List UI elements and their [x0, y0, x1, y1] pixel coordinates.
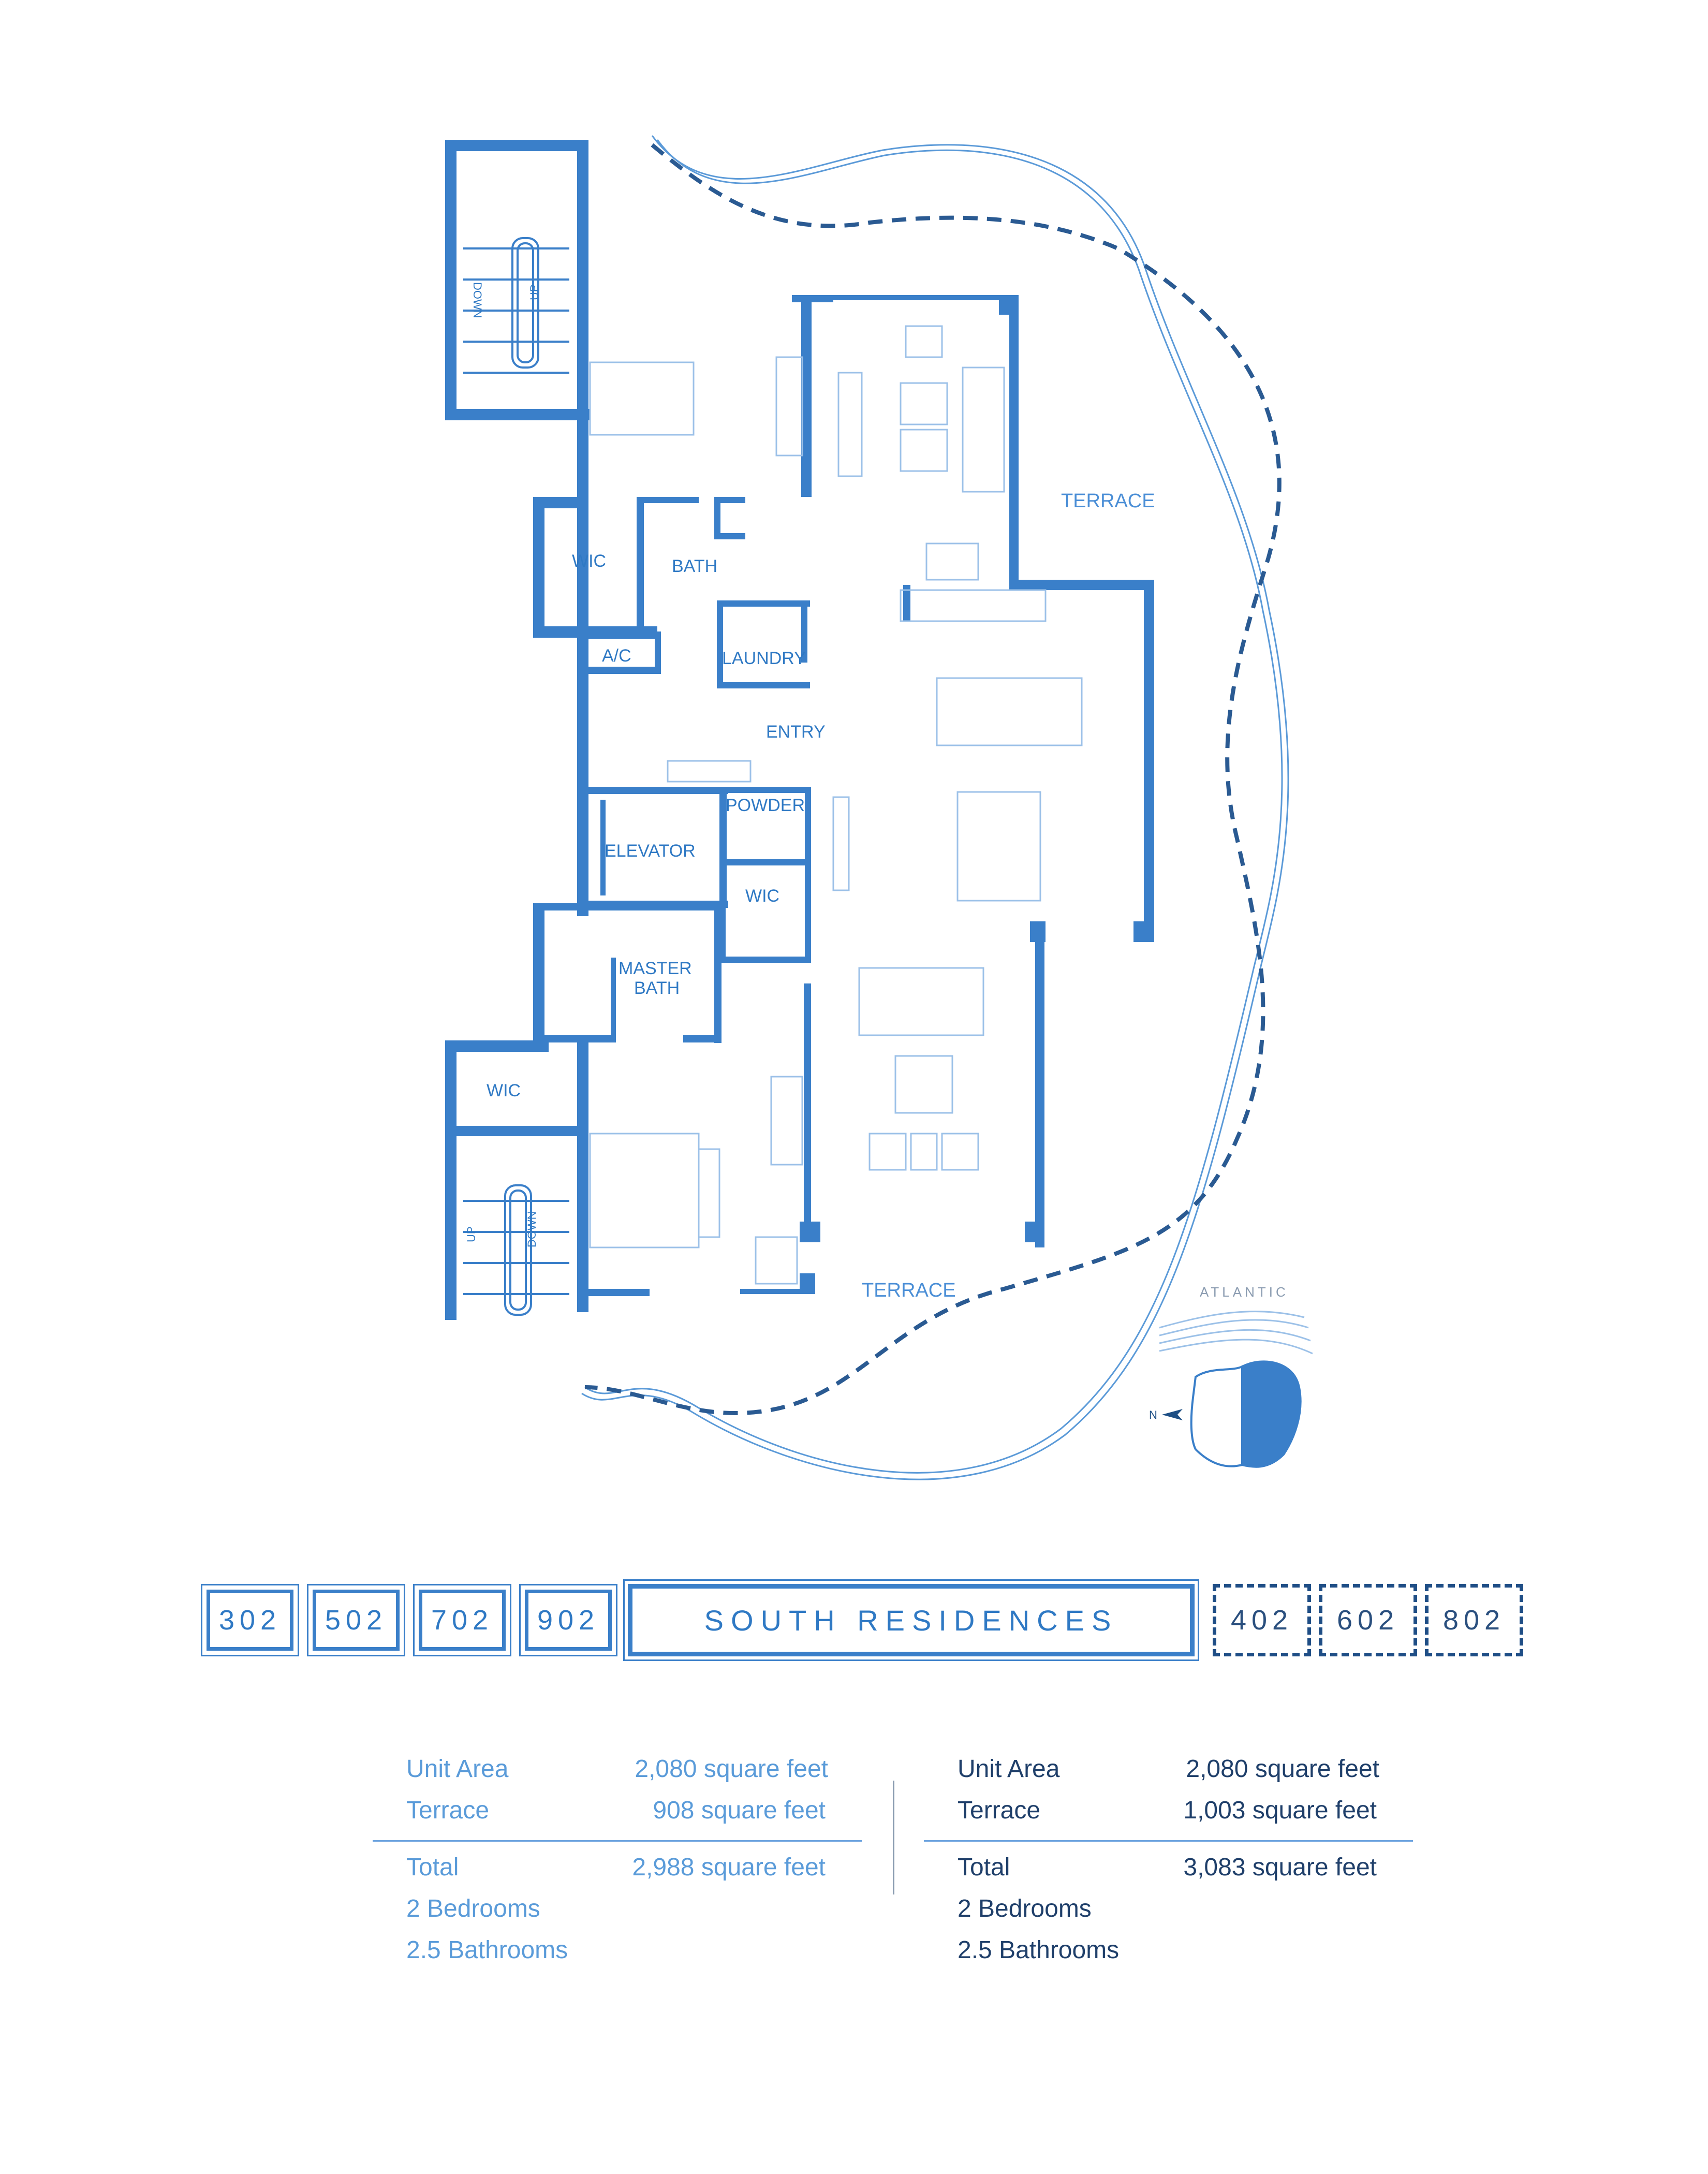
- label-terrace-bottom: TERRACE: [862, 1280, 956, 1301]
- label-wic-bottom: WIC: [487, 1081, 521, 1100]
- label-up-bottom: UP: [465, 1226, 478, 1242]
- stairs: [463, 237, 569, 1316]
- spec-unit-area: Unit Area 2,080 square feet: [406, 1755, 828, 1786]
- label-powder: POWDER: [726, 796, 805, 815]
- spec-bathrooms: 2.5 Bathrooms: [406, 1936, 717, 1967]
- north-arrow-icon: [1162, 1409, 1183, 1420]
- specs-right-divider: [924, 1840, 1413, 1842]
- label-wic-top: WIC: [572, 551, 606, 571]
- label-atlantic: ATLANTIC: [1200, 1284, 1289, 1300]
- label-master-bath-1: MASTER: [619, 959, 692, 978]
- furniture: [589, 325, 1083, 1285]
- spec-bedrooms: 2 Bedrooms: [406, 1894, 717, 1926]
- spec-text: 2.5 Bathrooms: [958, 1936, 1120, 1964]
- spec-terrace: Terrace 1,003 square feet: [958, 1796, 1377, 1827]
- label-elevator: ELEVATOR: [605, 841, 696, 861]
- terrace-outline-dashed: [584, 143, 1282, 1416]
- spec-value: 3,083 square feet: [1183, 1854, 1377, 1881]
- spec-total: Total 2,988 square feet: [406, 1853, 826, 1884]
- spec-text: 2 Bedrooms: [958, 1895, 1092, 1922]
- spec-label: Terrace: [406, 1797, 490, 1824]
- label-up-top: UP: [528, 284, 541, 300]
- unit-502[interactable]: 502: [307, 1584, 405, 1656]
- spec-unit-area: Unit Area 2,080 square feet: [958, 1755, 1379, 1786]
- floor-plan: TERRACE TERRACE WIC BATH A/C LAUNDRY ENT…: [445, 135, 1313, 1480]
- label-master-bath-2: BATH: [634, 978, 680, 998]
- label-north: N: [1149, 1408, 1157, 1421]
- unit-selector: 302 502 702 902 SOUTH RESIDENCES 402 602…: [201, 1579, 1526, 1662]
- spec-value: 2,080 square feet: [1186, 1755, 1379, 1783]
- label-down-bottom: DOWN: [525, 1211, 538, 1247]
- unit-702[interactable]: 702: [413, 1584, 511, 1656]
- spec-text: 2.5 Bathrooms: [406, 1936, 568, 1964]
- unit-302[interactable]: 302: [201, 1584, 299, 1656]
- spec-value: 1,003 square feet: [1183, 1797, 1377, 1824]
- spec-total: Total 3,083 square feet: [958, 1853, 1377, 1884]
- atlantic-waves: [1159, 1311, 1313, 1355]
- label-entry: ENTRY: [766, 722, 826, 742]
- spec-bathrooms: 2.5 Bathrooms: [958, 1936, 1268, 1967]
- spec-text: 2 Bedrooms: [406, 1895, 540, 1922]
- specs-left-divider: [373, 1840, 862, 1842]
- spec-label: Unit Area: [406, 1755, 509, 1783]
- specs-vertical-divider: [893, 1781, 894, 1894]
- unit-902[interactable]: 902: [519, 1584, 617, 1656]
- spec-bedrooms: 2 Bedrooms: [958, 1894, 1268, 1926]
- spec-value: 2,080 square feet: [635, 1755, 828, 1783]
- island-map-outline: [1190, 1364, 1243, 1467]
- label-down-top: DOWN: [471, 282, 484, 318]
- label-wic-mid: WIC: [745, 886, 779, 906]
- unit-402[interactable]: 402: [1213, 1584, 1311, 1656]
- spec-value: 908 square feet: [653, 1797, 826, 1824]
- label-terrace-top: TERRACE: [1061, 490, 1155, 512]
- island-map-fill: [1241, 1360, 1302, 1468]
- south-residences-title: SOUTH RESIDENCES: [623, 1579, 1199, 1661]
- label-bath: BATH: [672, 556, 717, 576]
- label-ac: A/C: [602, 646, 631, 666]
- spec-value: 2,988 square feet: [632, 1854, 826, 1881]
- label-laundry: LAUNDRY: [722, 649, 806, 668]
- unit-802[interactable]: 802: [1425, 1584, 1523, 1656]
- walls: [445, 140, 1154, 1320]
- spec-label: Terrace: [958, 1797, 1041, 1824]
- spec-label: Total: [406, 1854, 459, 1881]
- unit-602[interactable]: 602: [1319, 1584, 1417, 1656]
- spec-terrace: Terrace 908 square feet: [406, 1796, 826, 1827]
- spec-label: Unit Area: [958, 1755, 1060, 1783]
- spec-label: Total: [958, 1854, 1010, 1881]
- terrace-outline-solid: [581, 135, 1289, 1480]
